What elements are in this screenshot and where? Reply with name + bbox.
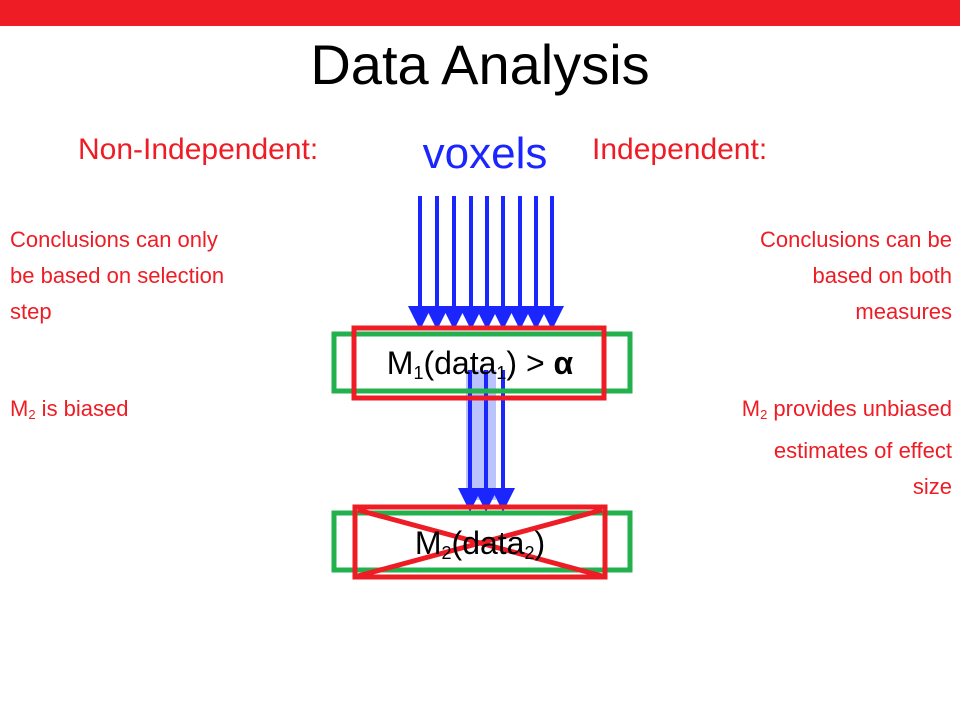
right-unbiased-note: M2 provides unbiased estimates of effect… <box>742 391 952 505</box>
left-conclusions-note: Conclusions can only be based on selecti… <box>10 222 224 330</box>
measure-2-m-subscript: 2 <box>441 543 452 563</box>
measure-1-green-box <box>331 331 633 394</box>
measure-1-label: M1(data1) > α <box>330 343 630 393</box>
left-m-subscript: 2 <box>28 407 36 422</box>
alpha-threshold: α <box>553 345 574 381</box>
measure-2-green-box <box>331 510 633 573</box>
measure-2-m: M <box>414 525 442 561</box>
measure-1-comparison: ) > <box>506 345 554 381</box>
measure-1-data: (data <box>423 345 497 381</box>
cross-out-line-2 <box>357 507 603 579</box>
measure-1-red-box <box>351 325 607 401</box>
right-unbiased-line-1: M2 provides unbiased <box>742 391 952 433</box>
measure-1-data-subscript: 1 <box>496 363 507 383</box>
measure-1-m: M <box>386 345 414 381</box>
voxels-label: voxels <box>422 129 548 178</box>
measure-2-data-subscript: 2 <box>524 543 535 563</box>
measure-2-data: (data <box>451 525 525 561</box>
right-unbiased-text: provides unbiased <box>767 396 952 421</box>
left-biased-text: is biased <box>35 396 129 421</box>
left-biased-note: M2 is biased <box>10 391 129 433</box>
measure-2-close: ) <box>534 525 546 561</box>
right-m-subscript: 2 <box>760 407 768 422</box>
right-m-symbol: M <box>741 396 761 421</box>
left-conclusions-line-2: be based on selection <box>10 263 225 288</box>
non-independent-heading: Non-Independent: <box>78 133 319 166</box>
measure-2-label: M2(data2) <box>330 523 630 573</box>
measure-2-red-box <box>352 504 608 580</box>
right-conclusions-line-2: based on both <box>812 263 952 288</box>
right-conclusions-line-3: measures <box>855 299 952 324</box>
left-conclusions-line-3: step <box>10 299 52 324</box>
independent-heading: Independent: <box>592 133 768 166</box>
top-accent-bar <box>0 0 960 26</box>
right-unbiased-line-3: size <box>912 474 952 499</box>
right-conclusions-note: Conclusions can be based on both measure… <box>760 222 952 330</box>
left-m-symbol: M <box>10 396 29 421</box>
measure-1-m-subscript: 1 <box>413 363 424 383</box>
right-unbiased-line-2: estimates of effect <box>773 438 952 463</box>
voxel-arrows-top <box>408 196 564 330</box>
slide-title: Data Analysis <box>310 33 650 96</box>
left-conclusions-line-1: Conclusions can only <box>10 227 218 252</box>
right-conclusions-line-1: Conclusions can be <box>759 227 952 252</box>
